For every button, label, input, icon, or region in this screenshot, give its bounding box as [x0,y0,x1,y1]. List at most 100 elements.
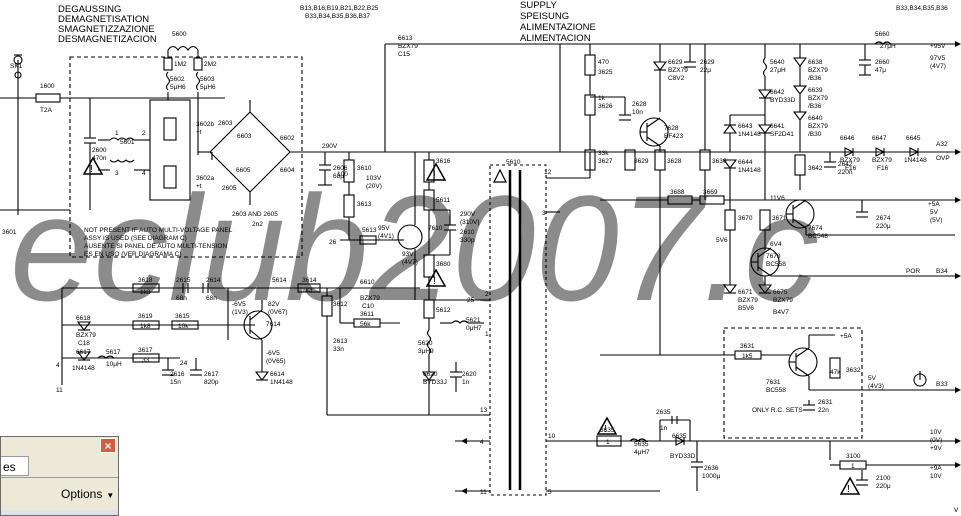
v290-label: 290V [322,143,338,150]
tab-divider [1,477,118,478]
r3635-ref: 3635 [600,427,615,434]
t-pin-11: 11 [480,489,487,496]
out-95v: +95V [930,43,946,50]
d6604-ref: 6604 [280,167,295,174]
out-10v-b: 10V [930,473,942,480]
l5635-value: 4μH7 [634,449,650,456]
out-10v: 10V [930,429,942,436]
t-pin-13: 13 [480,407,488,414]
t7631-ref: 7631 [766,379,781,386]
d6639-type: BZX79 [808,95,828,102]
dialog-tab[interactable]: es [1,456,29,476]
v95-alt: (4V1) [378,233,394,240]
l5620-value: 3μH9 [418,348,434,355]
d6671-type: BZX79 [738,297,758,304]
r3628-ref: 3628 [667,158,682,165]
c2610-value: 330p [460,237,475,244]
ptc-b-temp: +t [196,129,202,136]
fuse-ref: 1600 [40,83,55,90]
c2636-ref: 2636 [704,465,719,472]
d6639-value: /B36 [808,103,822,110]
d6618-type: BZX79 [76,332,96,339]
d6613-type: BZX79 [398,43,418,50]
r3615-ref: 3615 [175,313,190,320]
d6671-value: B5V6 [738,305,754,312]
c2617-value: 820p [204,379,219,386]
vneg6v5a-alt: (1V3) [232,309,248,316]
t-pin-3: 3 [542,210,546,217]
d6620-type: BYD33J [423,379,447,386]
c2600-value: 470n [92,155,107,162]
r1m2-label: 1M2 [174,61,187,68]
r3642-ref: 3642 [808,165,823,172]
note-line-1: NOT PRESENT IF AUTO MULTI-VOLTAGE PANEL [84,227,233,234]
c2100-value: 220μ [876,483,891,490]
out-9v: +9V [930,445,942,452]
d6610-ref: 6610 [360,279,375,286]
pin-1: 1 [115,130,119,137]
l5617-ref: 5617 [106,349,121,356]
options-label: Options [61,487,103,501]
pin-3: 3 [115,170,119,177]
out-97v5: 97V5 [930,55,946,62]
t7673-ref: 7673 [766,253,781,260]
c2628-ref: 2628 [632,101,647,108]
v103-label: 103V [366,175,382,182]
r3612-ref: 3612 [333,301,348,308]
rc-sets-note: ONLY R.C. SETS [752,407,803,414]
t7674-ref: 7674 [808,225,823,232]
d6645-ref: 6645 [906,135,921,142]
t7628-ref: 7628 [664,125,679,132]
d6610-value: C10 [362,303,374,310]
r5612-ref: 5612 [436,307,451,314]
c2600-ref: 2600 [92,147,107,154]
c2635-value: 1n [660,425,668,432]
c2615-ref: 2615 [176,277,191,284]
r5611-ref: 5611 [436,197,450,204]
d6618-value: C18 [78,340,90,347]
l5603-ref: 5603 [200,76,215,83]
d6614-ref: 6614 [270,371,285,378]
d6642-ref: 6642 [770,89,785,96]
r3618-ref: 3618 [138,277,153,284]
vneg6v5b-alt: (0V65) [266,358,286,365]
t7610-ref: 7610 [428,225,443,232]
d6641-type: SF2D41 [770,131,794,138]
out-5a: +5A [928,201,940,208]
r3610-ref: 3610 [357,165,372,172]
r3617-value: 33 [142,357,150,364]
d6602-ref: 6602 [280,135,295,142]
vneg6v5b-label: -6V5 [266,350,280,357]
options-dropdown[interactable]: Options▼ [61,487,114,501]
c2603-ref: 2603 [218,120,233,127]
r3627-value: 33k [598,150,609,157]
r3632-ref: 3632 [846,367,861,374]
d6640-ref: 6640 [808,115,823,122]
r3627-ref: 3627 [598,158,613,165]
d6675-ref: 6675 [773,289,788,296]
c2660-value: 47μ [875,67,886,74]
c2605-ref: 2605 [222,185,237,192]
chevron-down-icon: ▼ [106,491,115,500]
models-center-1: B13,B16,B19,B21,B22,B25 [300,5,379,12]
v82-alt: (0V67) [268,309,288,316]
d6675-type: BZX79 [773,297,793,304]
svg-text:!: ! [847,484,850,495]
close-icon[interactable]: × [100,438,116,453]
t-pin-5: 5 [548,489,552,496]
r3614-value: 1k3 [302,287,313,294]
r3688-ref: 3688 [670,189,685,196]
c2615-value: 68n [176,295,187,302]
out-0v: (0V) [930,437,942,444]
r3100-value: 1 [851,463,855,470]
c2613-ref: 2613 [333,338,348,345]
d6614-type: 1N4148 [270,379,293,386]
d6647-type: BZX79 [872,157,892,164]
c2674-ref: 2674 [876,215,891,222]
out-5v-alt: (5V) [930,217,942,224]
d6645-type: 1N4148 [904,157,927,164]
v5v6-label: 5V6 [716,237,728,244]
d6643-ref: 6643 [738,123,753,130]
title-alimentazione: ALIMENTAZIONE [520,22,596,33]
v290b-alt: (310V) [460,219,480,226]
